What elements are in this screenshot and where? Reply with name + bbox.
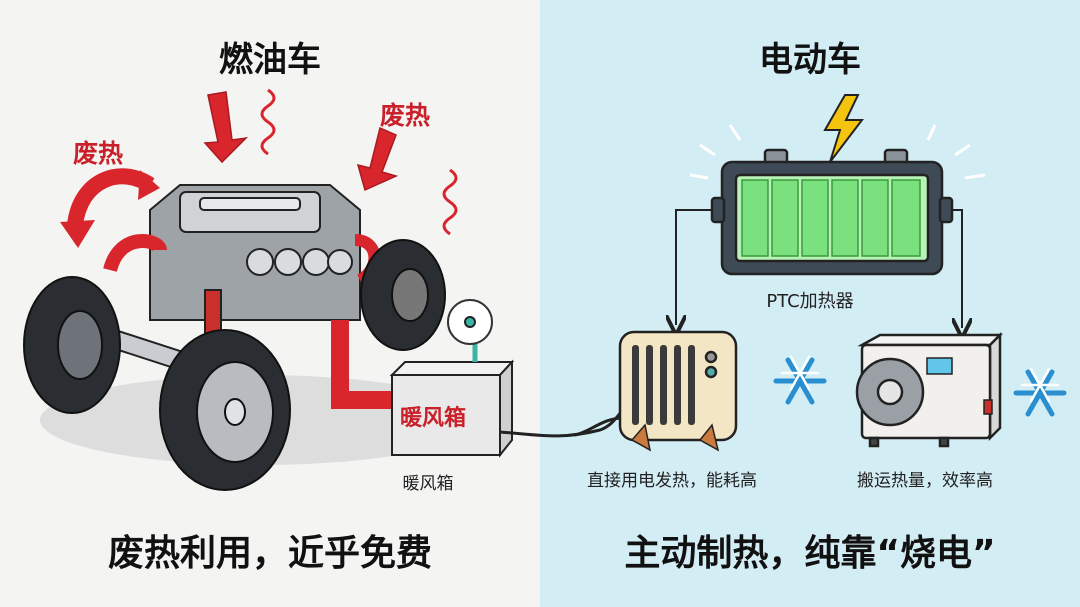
electric-car-summary: 主动制热，纯靠“烧电” — [624, 533, 996, 574]
electric-car-title: 电动车 — [759, 40, 861, 80]
waste-heat-label: 废热 — [379, 101, 431, 130]
waste-heat-label: 废热 — [72, 139, 124, 168]
fuel-car-title: 燃油车 — [219, 40, 321, 80]
heat-pump-icon — [855, 331, 1004, 448]
spark-lines — [689, 124, 986, 180]
heat-wave-icon — [260, 88, 458, 236]
heater-box-icon — [389, 299, 515, 458]
power-cable — [574, 416, 621, 437]
battery-icon — [710, 148, 954, 276]
snowflake-icon — [780, 355, 1060, 403]
ptc-heater-icon — [618, 330, 738, 452]
fuel-car-summary: 废热利用，近乎免费 — [107, 533, 433, 574]
electric-car-panel — [540, 0, 1080, 607]
power-lines — [676, 209, 962, 328]
arrow-head-icon — [138, 170, 160, 200]
ptc-heater-label: PTC加热器 — [766, 291, 854, 312]
circulation-arrow-icon — [67, 168, 155, 227]
heater-box-text: 暖风箱 — [399, 406, 467, 431]
heat-pump-caption: 搬运热量，效率高 — [857, 471, 993, 491]
lightning-icon — [823, 94, 865, 163]
engine-icon — [103, 184, 395, 409]
ptc-heater-caption: 直接用电发热，能耗高 — [587, 471, 757, 491]
heat-arrow-icon — [203, 91, 399, 192]
heater-box-caption: 暖风箱 — [402, 474, 454, 494]
arrow-head-icon — [60, 220, 95, 248]
snowflake-icon — [773, 357, 1067, 417]
wheel-icon — [23, 239, 446, 491]
